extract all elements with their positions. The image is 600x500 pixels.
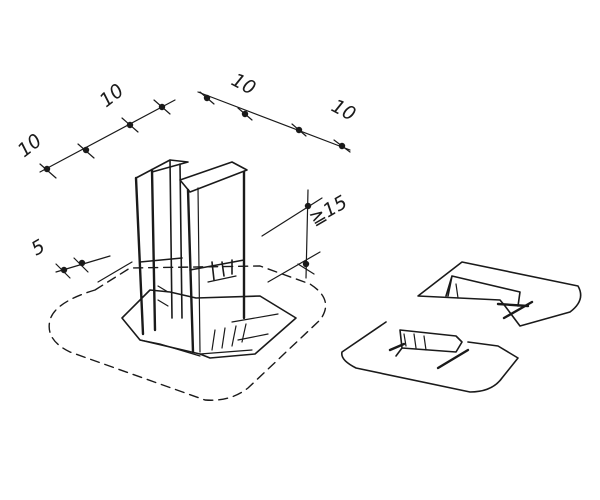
dim-node-8 <box>338 142 346 150</box>
dim-label-edge: 5 <box>28 235 49 260</box>
column-right-flange-top <box>179 161 248 193</box>
footing-dashed-outline <box>48 265 327 401</box>
column-assembly <box>48 159 327 401</box>
lower-plate-angle <box>395 329 463 357</box>
dim-leader-height-top <box>261 197 323 237</box>
base-plate-front-edge <box>139 339 201 357</box>
column-right-flange-face <box>197 187 237 353</box>
dim-ticks-edge <box>55 257 133 283</box>
dim-node-3 <box>126 121 134 129</box>
dimension-height: ≧15 <box>261 189 352 283</box>
dim-node-4 <box>158 103 166 111</box>
dim-label-top-right-2: 10 <box>328 95 360 126</box>
upper-plate-outline <box>417 261 582 327</box>
dimension-edge-offset: 5 <box>28 235 133 283</box>
column-splice-line <box>139 257 245 281</box>
dim-label-top-left-2: 10 <box>96 80 129 112</box>
dim-node-11 <box>60 266 68 274</box>
base-plate <box>121 289 297 359</box>
column-left-flange <box>134 168 157 336</box>
dim-node-1 <box>43 165 51 173</box>
dimension-chain-top-left: 10 10 <box>14 80 176 179</box>
column-right-flange <box>186 170 246 354</box>
dim-ticks-top-left <box>39 99 171 179</box>
dim-node-6 <box>241 110 249 118</box>
dim-node-7 <box>295 126 303 134</box>
upper-plate-mark <box>455 283 459 299</box>
column-web <box>169 159 183 319</box>
dim-line-top-left <box>39 99 176 173</box>
column-shading <box>157 285 169 307</box>
dim-node-5 <box>203 94 211 102</box>
dim-node-9 <box>304 202 312 210</box>
lower-plate-outline <box>340 321 519 393</box>
dim-label-top-left-1: 10 <box>14 130 47 162</box>
dimension-chain-top-right: 10 10 <box>197 69 360 153</box>
lower-plate-shading <box>403 333 427 351</box>
lower-plate-bolt-line <box>388 342 470 370</box>
upper-plate-bolt-line <box>496 300 534 320</box>
dim-node-10 <box>302 260 310 268</box>
weld-hatch <box>211 323 247 351</box>
dim-node-12 <box>78 259 86 267</box>
plate-detail <box>340 261 582 393</box>
dim-line-top-right <box>197 91 351 151</box>
dim-label-top-right-1: 10 <box>228 69 260 100</box>
dim-label-height: ≧15 <box>306 191 352 230</box>
upper-plate-angle <box>445 275 521 307</box>
dim-node-2 <box>82 146 90 154</box>
dim-leader-height-bottom <box>267 251 321 283</box>
